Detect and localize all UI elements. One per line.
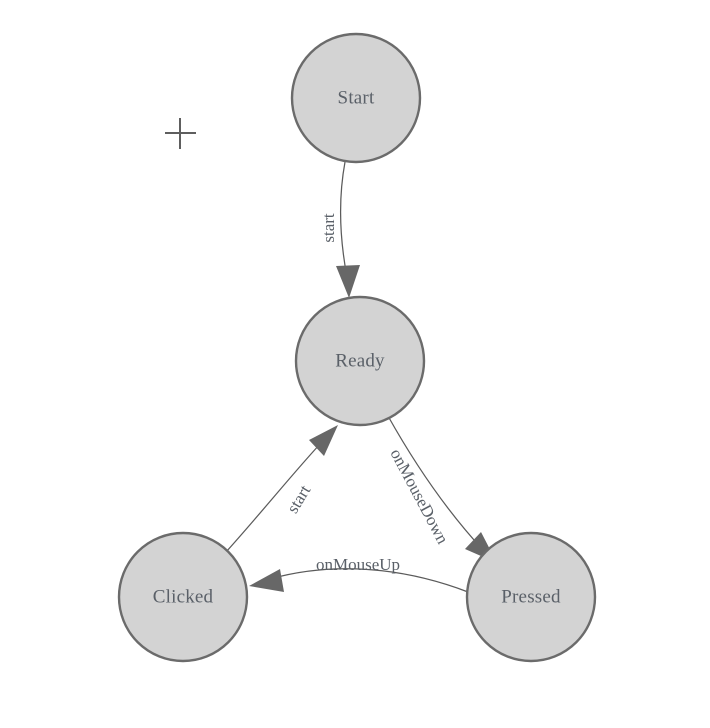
edge-start-to-ready[interactable]: start — [319, 161, 360, 298]
edge-label-start-to-ready: start — [319, 213, 338, 243]
arrowhead-pressed-to-clicked — [249, 569, 284, 592]
edge-label-ready-to-pressed: onMouseDown — [386, 446, 452, 548]
edge-label-clicked-to-ready: start — [283, 482, 315, 517]
edge-clicked-to-ready[interactable]: start — [225, 425, 338, 553]
node-clicked[interactable]: Clicked — [117, 531, 249, 663]
node-circle-clicked[interactable] — [117, 531, 249, 663]
node-label-start: Start — [338, 87, 375, 108]
edge-path-ready-to-pressed[interactable] — [387, 415, 484, 551]
nodes-layer: Start Ready Clicked Pressed — [117, 32, 597, 663]
node-start[interactable]: Start — [290, 32, 422, 164]
edge-label-pressed-to-clicked: onMouseUp — [316, 555, 400, 574]
node-circle-ready[interactable] — [294, 295, 426, 427]
node-label-ready: Ready — [335, 350, 385, 371]
edge-pressed-to-clicked[interactable]: onMouseUp — [249, 555, 469, 593]
edge-path-start-to-ready[interactable] — [340, 161, 348, 278]
edge-path-pressed-to-clicked[interactable] — [269, 568, 469, 593]
node-ready[interactable]: Ready — [294, 295, 426, 427]
node-circle-pressed[interactable] — [465, 531, 597, 663]
edge-path-clicked-to-ready[interactable] — [225, 442, 322, 553]
node-pressed[interactable]: Pressed — [465, 531, 597, 663]
node-circle-start[interactable] — [290, 32, 422, 164]
node-label-pressed: Pressed — [501, 586, 561, 607]
arrowhead-start-to-ready — [336, 265, 360, 298]
crosshair-icon — [165, 118, 196, 149]
arrowhead-clicked-to-ready — [309, 425, 338, 456]
edge-ready-to-pressed[interactable]: onMouseDown — [386, 415, 497, 563]
node-label-clicked: Clicked — [153, 586, 214, 607]
